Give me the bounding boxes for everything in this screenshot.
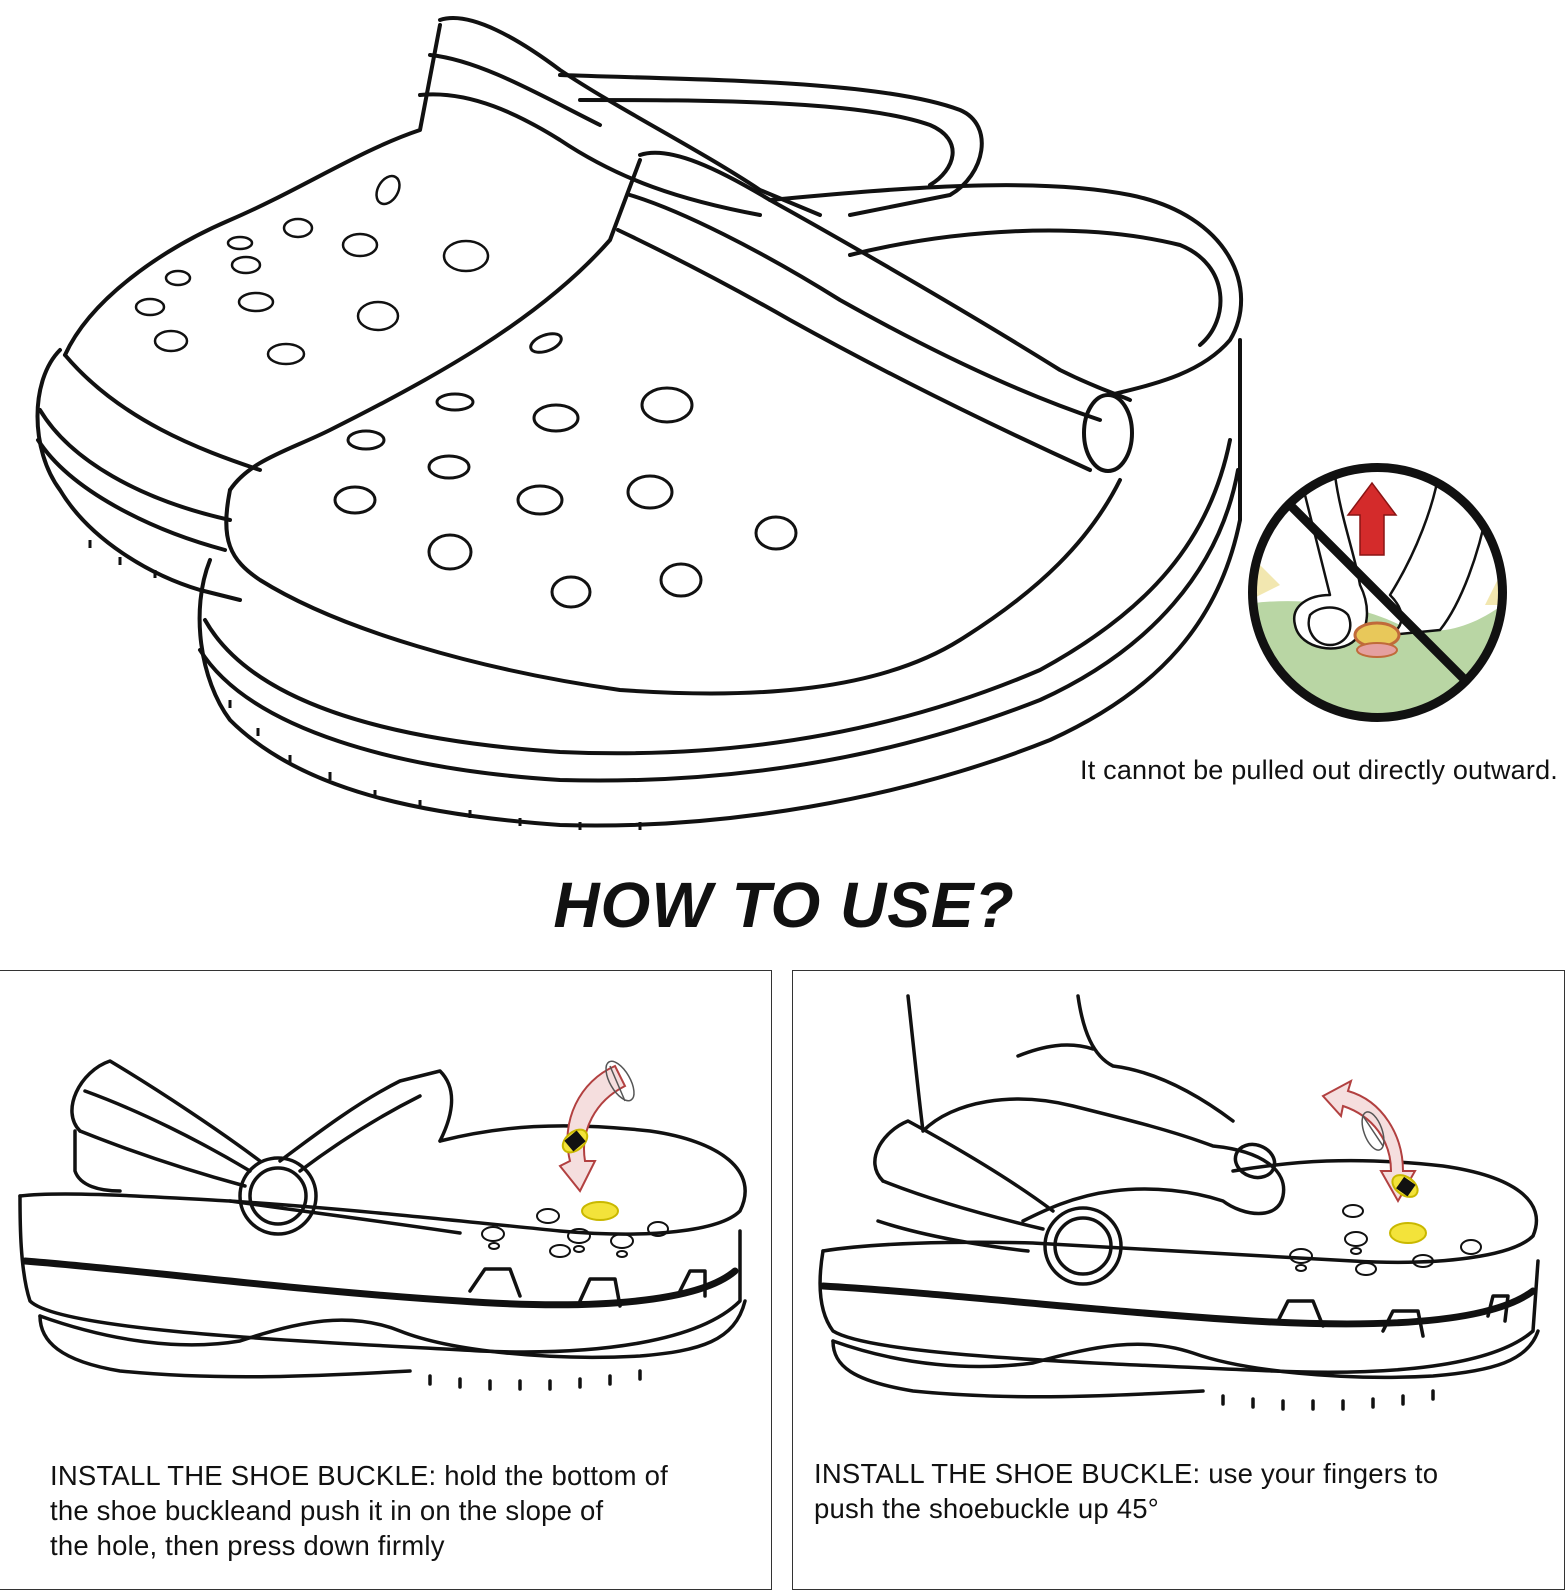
step-2-line-1: INSTALL THE SHOE BUCKLE: use your finger…: [814, 1458, 1439, 1489]
front-clog-sole: [197, 338, 1242, 828]
step-1-line-3: the hole, then press down firmly: [50, 1530, 445, 1561]
step-2-illustration: [818, 994, 1540, 1411]
step-panel-2: [792, 970, 1565, 1590]
hand-outline: [906, 994, 1286, 1223]
step-2-instructions: INSTALL THE SHOE BUCKLE: use your finger…: [814, 1456, 1534, 1526]
clogs-illustration: [35, 16, 1244, 830]
front-clog-strap: [638, 150, 1132, 402]
no-pull-warning-icon: [1248, 463, 1507, 722]
front-clog-upper: [228, 158, 642, 492]
step-1-line-2: the shoe buckleand push it in on the slo…: [50, 1495, 604, 1526]
step-1-instructions: INSTALL THE SHOE BUCKLE: hold the bottom…: [50, 1458, 750, 1563]
step-panel-1: [0, 970, 772, 1590]
strap-rivet: [1082, 393, 1134, 473]
back-clog-sole: [35, 348, 242, 602]
step-1-illustration: [18, 1059, 747, 1391]
step-2-line-2: push the shoebuckle up 45°: [814, 1493, 1159, 1524]
warning-caption: It cannot be pulled out directly outward…: [1080, 755, 1558, 785]
back-clog-upper: [63, 23, 442, 357]
back-clog-strap: [438, 16, 822, 217]
step-1-line-1: INSTALL THE SHOE BUCKLE: hold the bottom…: [50, 1460, 668, 1491]
page-title: HOW TO USE?: [553, 869, 1015, 941]
